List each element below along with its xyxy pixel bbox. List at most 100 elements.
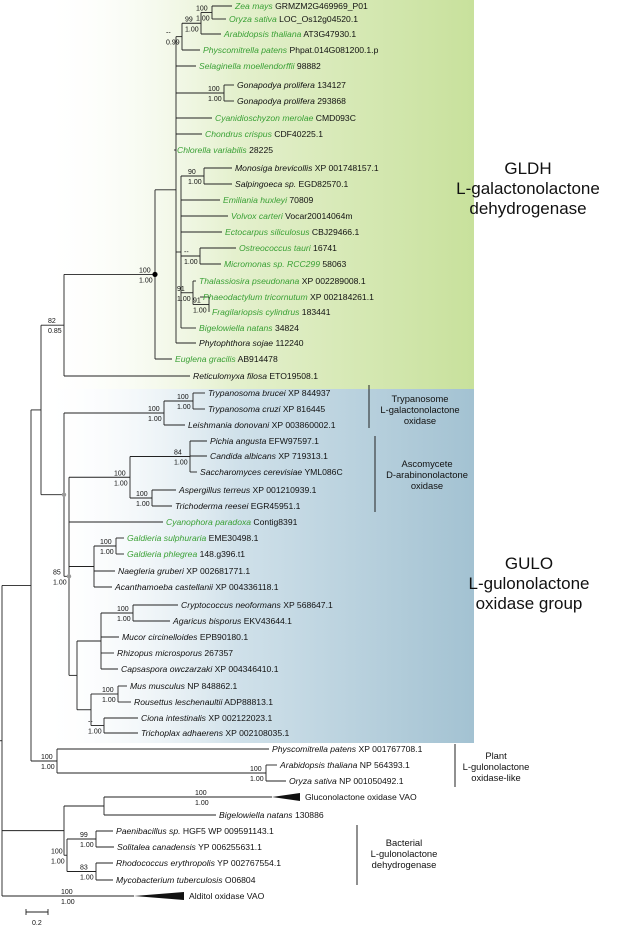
support-bootstrap: 84: [174, 450, 182, 457]
support-bootstrap: 99: [80, 832, 88, 839]
taxon-label: Volvox carteri Vocar20014064m: [231, 211, 353, 221]
taxon-label: Paenibacillus sp. HGF5 WP 009591143.1: [116, 826, 274, 836]
taxon-label: Ectocarpus siliculosus CBJ29466.1: [225, 227, 359, 237]
taxon-label: Gonapodya prolifera 293868: [237, 96, 346, 106]
group-label-bacterial: L-gulonolactone: [371, 848, 438, 859]
taxon-accession: XP 002122023.1: [206, 713, 272, 723]
taxon-species: Arabidopsis thaliana: [223, 29, 302, 39]
taxon-label: Rousettus leschenaultii ADP88813.1: [134, 697, 273, 707]
taxon-label: Galdieria sulphuraria EME30498.1: [127, 533, 259, 543]
collapsed-clade-glucvao: [272, 793, 300, 801]
group-label-bacterial: dehydrogenase: [372, 859, 437, 870]
support-posterior: 0.85: [48, 328, 62, 335]
support-bootstrap: 100: [41, 754, 53, 761]
taxon-species: Candida albicans: [210, 451, 277, 461]
taxon-label: Emiliania huxleyi 70809: [223, 195, 314, 205]
support-posterior: 1.00: [100, 549, 114, 556]
taxon-accession: EGD82570.1: [296, 179, 348, 189]
taxon-species: Cyanophora paradoxa: [166, 517, 251, 527]
taxon-label: Candida albicans XP 719313.1: [210, 451, 328, 461]
taxon-species: Naegleria gruberi: [118, 566, 185, 576]
taxon-species: Physcomitrella patens: [272, 744, 357, 754]
taxon-species: Selaginella moellendorffii: [199, 61, 296, 71]
taxon-species: Ciona intestinalis: [141, 713, 207, 723]
support-bootstrap: 100: [114, 470, 126, 477]
group-label-gulo: L-gulonolactone: [469, 574, 590, 593]
group-label-bacterial: Bacterial: [386, 837, 422, 848]
taxon-accession: EFW97597.1: [266, 436, 319, 446]
taxon-label: Thalassiosira pseudonana XP 002289008.1: [199, 276, 366, 286]
taxon-accession: XP 004336118.1: [213, 582, 279, 592]
support-posterior: 1.00: [51, 858, 65, 865]
taxon-species: Emiliania huxleyi: [223, 195, 288, 205]
taxon-species: Ostreococcus tauri: [239, 243, 312, 253]
support-bootstrap: 82: [48, 318, 56, 325]
taxon-species: Gonapodya prolifera: [237, 96, 315, 106]
taxon-label: Cryptococcus neoformans XP 568647.1: [181, 600, 333, 610]
scale-bar-label: 0.2: [32, 920, 42, 927]
support-bootstrap: 100: [51, 848, 63, 855]
support-bootstrap: 99: [185, 16, 193, 23]
support-posterior: 1.00: [177, 296, 191, 303]
taxon-label: Physcomitrella patens Phpat.014G081200.1…: [203, 45, 379, 55]
taxon-accession: XP 004346410.1: [212, 664, 278, 674]
taxon-accession: 58063: [320, 259, 347, 269]
taxon-species: Agaricus bisporus: [172, 616, 242, 626]
taxon-label: Agaricus bisporus EKV43644.1: [172, 616, 292, 626]
taxon-label: Fragilariopsis cylindrus 183441: [212, 307, 331, 317]
taxon-label: Monosiga brevicollis XP 001748157.1: [235, 163, 379, 173]
taxon-label: Selaginella moellendorffii 98882: [199, 61, 321, 71]
taxon-label: Solitalea canadensis YP 006255631.1: [117, 842, 262, 852]
taxon-accession: 28225: [247, 145, 274, 155]
taxon-label: Chlorella variabilis 28225: [177, 145, 273, 155]
taxon-accession: EGR45951.1: [248, 501, 300, 511]
group-label-gldh: GLDH: [504, 159, 551, 178]
taxon-accession: NP 848862.1: [185, 681, 238, 691]
taxon-label: Arabidopsis thaliana AT3G47930.1: [223, 29, 356, 39]
group-label-gulo: GULO: [505, 554, 553, 573]
taxon-accession: XP 002681771.1: [184, 566, 250, 576]
collapsed-clade-aldvao: [134, 892, 184, 900]
taxon-label: Ostreococcus tauri 16741: [239, 243, 337, 253]
support-posterior: 1.00: [41, 764, 55, 771]
taxon-species: Aspergillus terreus: [178, 485, 251, 495]
group-label-trypanosome: oxidase: [404, 415, 436, 426]
taxon-accession: 134127: [315, 80, 346, 90]
taxon-accession: GRMZM2G469969_P01: [273, 1, 368, 11]
support-posterior: 1.00: [61, 899, 75, 906]
support-posterior: 1.00: [196, 16, 210, 23]
taxon-accession: XP 568647.1: [281, 600, 333, 610]
taxon-accession: XP 844937: [286, 388, 331, 398]
taxon-species: Galdieria sulphuraria: [127, 533, 207, 543]
taxon-species: Pichia angusta: [210, 436, 267, 446]
support-posterior: 1.00: [80, 875, 94, 882]
support-bootstrap: 100: [136, 491, 148, 498]
taxon-accession: CBJ29466.1: [310, 227, 360, 237]
support-bootstrap: 100: [148, 406, 160, 413]
support-posterior: 1.00: [139, 277, 153, 284]
support-posterior: 1.00: [148, 416, 162, 423]
taxon-accession: 16741: [311, 243, 338, 253]
taxon-accession: XP 816445: [280, 404, 325, 414]
taxon-accession: YP 006255631.1: [196, 842, 262, 852]
taxon-species: Saccharomyces cerevisiae: [200, 467, 302, 477]
taxon-accession: NP 001050492.1: [337, 776, 404, 786]
taxon-label: Euglena gracilis AB914478: [175, 354, 278, 364]
taxon-accession: Contig8391: [251, 517, 298, 527]
taxon-label: Micromonas sp. RCC299 58063: [224, 259, 347, 269]
taxon-accession: 183441: [299, 307, 330, 317]
taxon-species: Acanthamoeba castellanii: [114, 582, 214, 592]
taxon-accession: EPB90180.1: [197, 632, 248, 642]
taxon-label: Trichoplax adhaerens XP 002108035.1: [141, 728, 290, 738]
taxon-label: Leishmania donovani XP 003860002.1: [188, 420, 336, 430]
taxon-label: Salpingoeca sp. EGD82570.1: [235, 179, 348, 189]
taxon-species: Arabidopsis thaliana: [279, 760, 358, 770]
support-posterior: 1.00: [102, 697, 116, 704]
support-bootstrap: 90: [188, 169, 196, 176]
taxon-accession: 98882: [295, 61, 322, 71]
taxon-accession: XP 002184261.1: [308, 292, 374, 302]
taxon-species: Chlorella variabilis: [177, 145, 247, 155]
taxon-accession: AT3G47930.1: [301, 29, 356, 39]
taxon-accession: O06804: [223, 875, 256, 885]
